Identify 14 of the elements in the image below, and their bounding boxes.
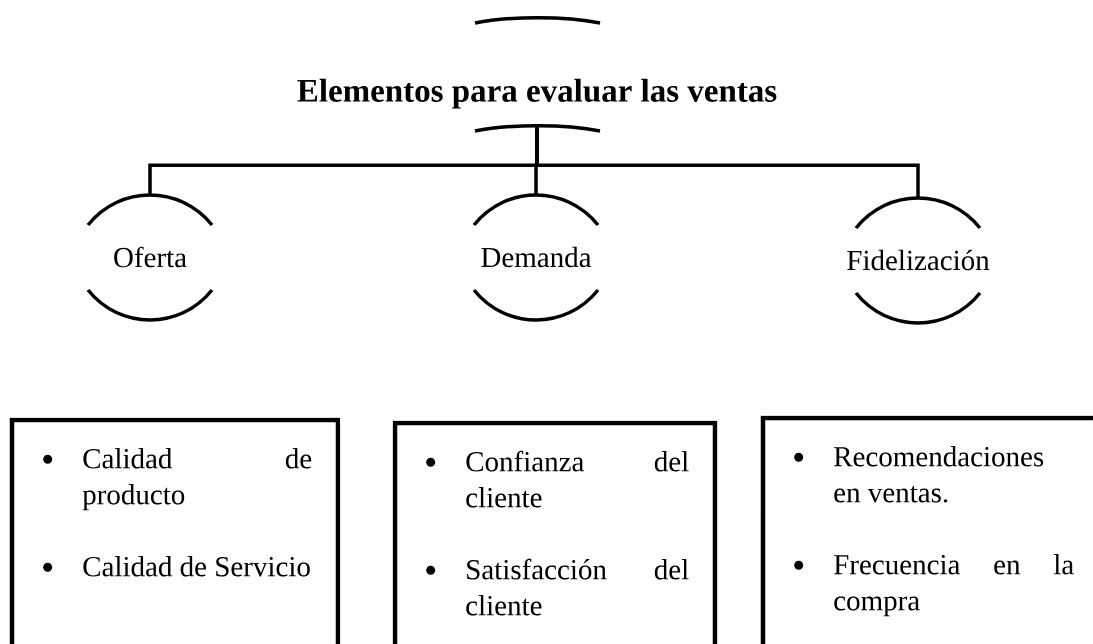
bullet-list-box: Calidad de producto Calidad de Servicio [9, 417, 341, 644]
bracketed-category: Fidelización [847, 196, 990, 325]
node-label: Satisfacción del cliente [466, 558, 689, 616]
node-label: Confianza del cliente [466, 450, 689, 508]
bracketed-category: Demanda [472, 193, 600, 322]
bracketed-title: Elementos para evaluar las ventas [297, 16, 777, 133]
node-label: Frecuencia en la compra [834, 554, 1074, 617]
node-label: Calidad de Servicio [83, 556, 310, 577]
bullet-list-box: Recomendaciones en ventas. Frecuencia en la compra [760, 415, 1093, 644]
node-label: Calidad de producto [82, 448, 312, 511]
node-label: Recomendaciones en ventas. [834, 446, 1044, 503]
bracketed-category: Oferta [86, 193, 214, 322]
connector-line [535, 127, 920, 198]
bullet-list-box: Confianza del cliente Satisfacción del cliente [392, 420, 718, 644]
